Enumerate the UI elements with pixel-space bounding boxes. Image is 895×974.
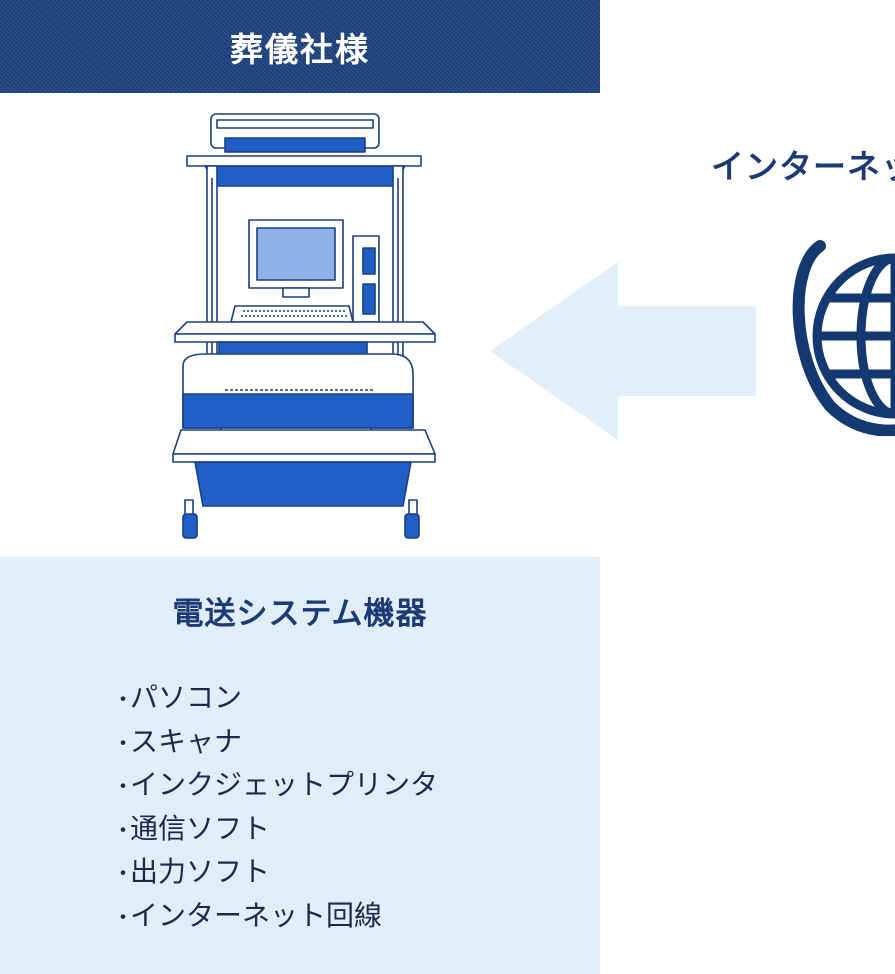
computer-workstation-icon <box>165 108 445 548</box>
equipment-item-output-software: 出力ソフト <box>112 852 438 896</box>
globe-icon <box>790 236 895 436</box>
header-bar: 葬儀社様 <box>0 0 600 93</box>
header-title: 葬儀社様 <box>230 29 370 69</box>
equipment-item-comm-software: 通信ソフト <box>112 809 438 853</box>
arrow-left-icon <box>490 262 756 440</box>
equipment-item-printer: インクジェットプリンタ <box>112 765 438 809</box>
equipment-item-internet-line: インターネット回線 <box>112 896 438 940</box>
equipment-item-scanner: スキャナ <box>112 722 438 766</box>
equipment-title: 電送システム機器 <box>172 596 428 632</box>
internet-label: インターネット <box>711 147 895 186</box>
equipment-list: パソコン スキャナ インクジェットプリンタ 通信ソフト 出力ソフト インターネッ… <box>112 678 438 939</box>
equipment-item-pc: パソコン <box>112 678 438 722</box>
